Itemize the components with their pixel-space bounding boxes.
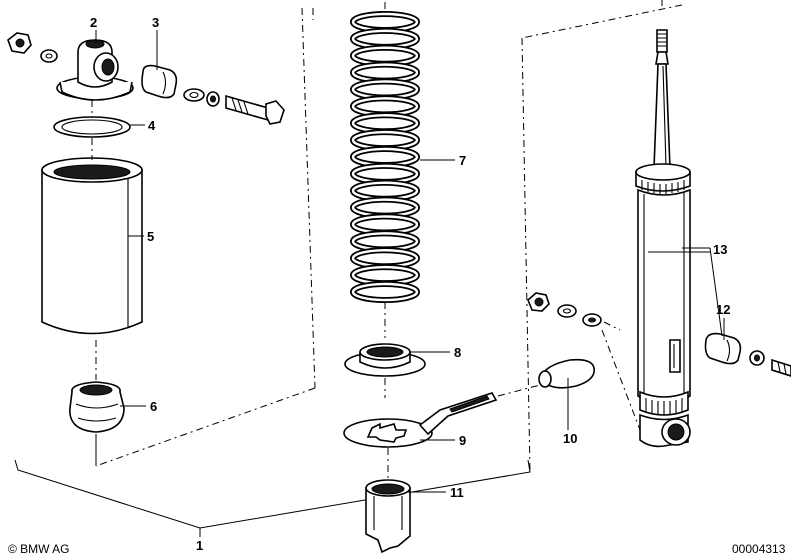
callout-8: 8 [454, 345, 461, 360]
callout-7: 7 [459, 153, 466, 168]
spanner-wrench [343, 384, 541, 486]
upper-mount [7, 32, 134, 101]
callout-11: 11 [450, 485, 464, 500]
callout-10: 10 [563, 431, 577, 446]
drawing-number: 00004313 [732, 542, 786, 556]
socket-tool [365, 479, 411, 554]
right-bushing-and-bolt [704, 332, 791, 377]
washer-icon [40, 49, 58, 63]
callout-5: 5 [147, 229, 154, 244]
bump-stop [69, 381, 125, 433]
callout-12: 12 [716, 302, 730, 317]
coil-spring [350, 2, 420, 303]
washer-icon [557, 304, 577, 318]
wrench-handle [538, 358, 595, 389]
callout-1: 1 [196, 538, 203, 553]
callout-6: 6 [150, 399, 157, 414]
callout-13: 13 [713, 242, 727, 257]
leader-lines [95, 30, 725, 493]
callout-3: 3 [152, 15, 159, 30]
spring-coil-highlight [351, 282, 419, 302]
shock-absorber [635, 0, 691, 448]
ring-seal [53, 116, 131, 138]
callout-labels: 2 3 4 5 6 7 8 9 10 11 12 13 1 [90, 15, 730, 553]
left-group-frame [95, 7, 316, 467]
bolt-icon [771, 358, 791, 377]
rubber-bushing-icon [141, 64, 178, 99]
rubber-bushing-icon [704, 332, 742, 365]
callout-2: 2 [90, 15, 97, 30]
callout-9: 9 [459, 433, 466, 448]
protective-tube [41, 157, 143, 335]
spring-seat [344, 302, 426, 398]
bushing-and-bolt [141, 64, 285, 125]
mounting-hardware [527, 292, 641, 431]
right-group-frame [521, 4, 683, 473]
group-1-bracket [14, 459, 531, 537]
callout-4: 4 [148, 118, 156, 133]
copyright-label: © BMW AG [8, 542, 70, 556]
